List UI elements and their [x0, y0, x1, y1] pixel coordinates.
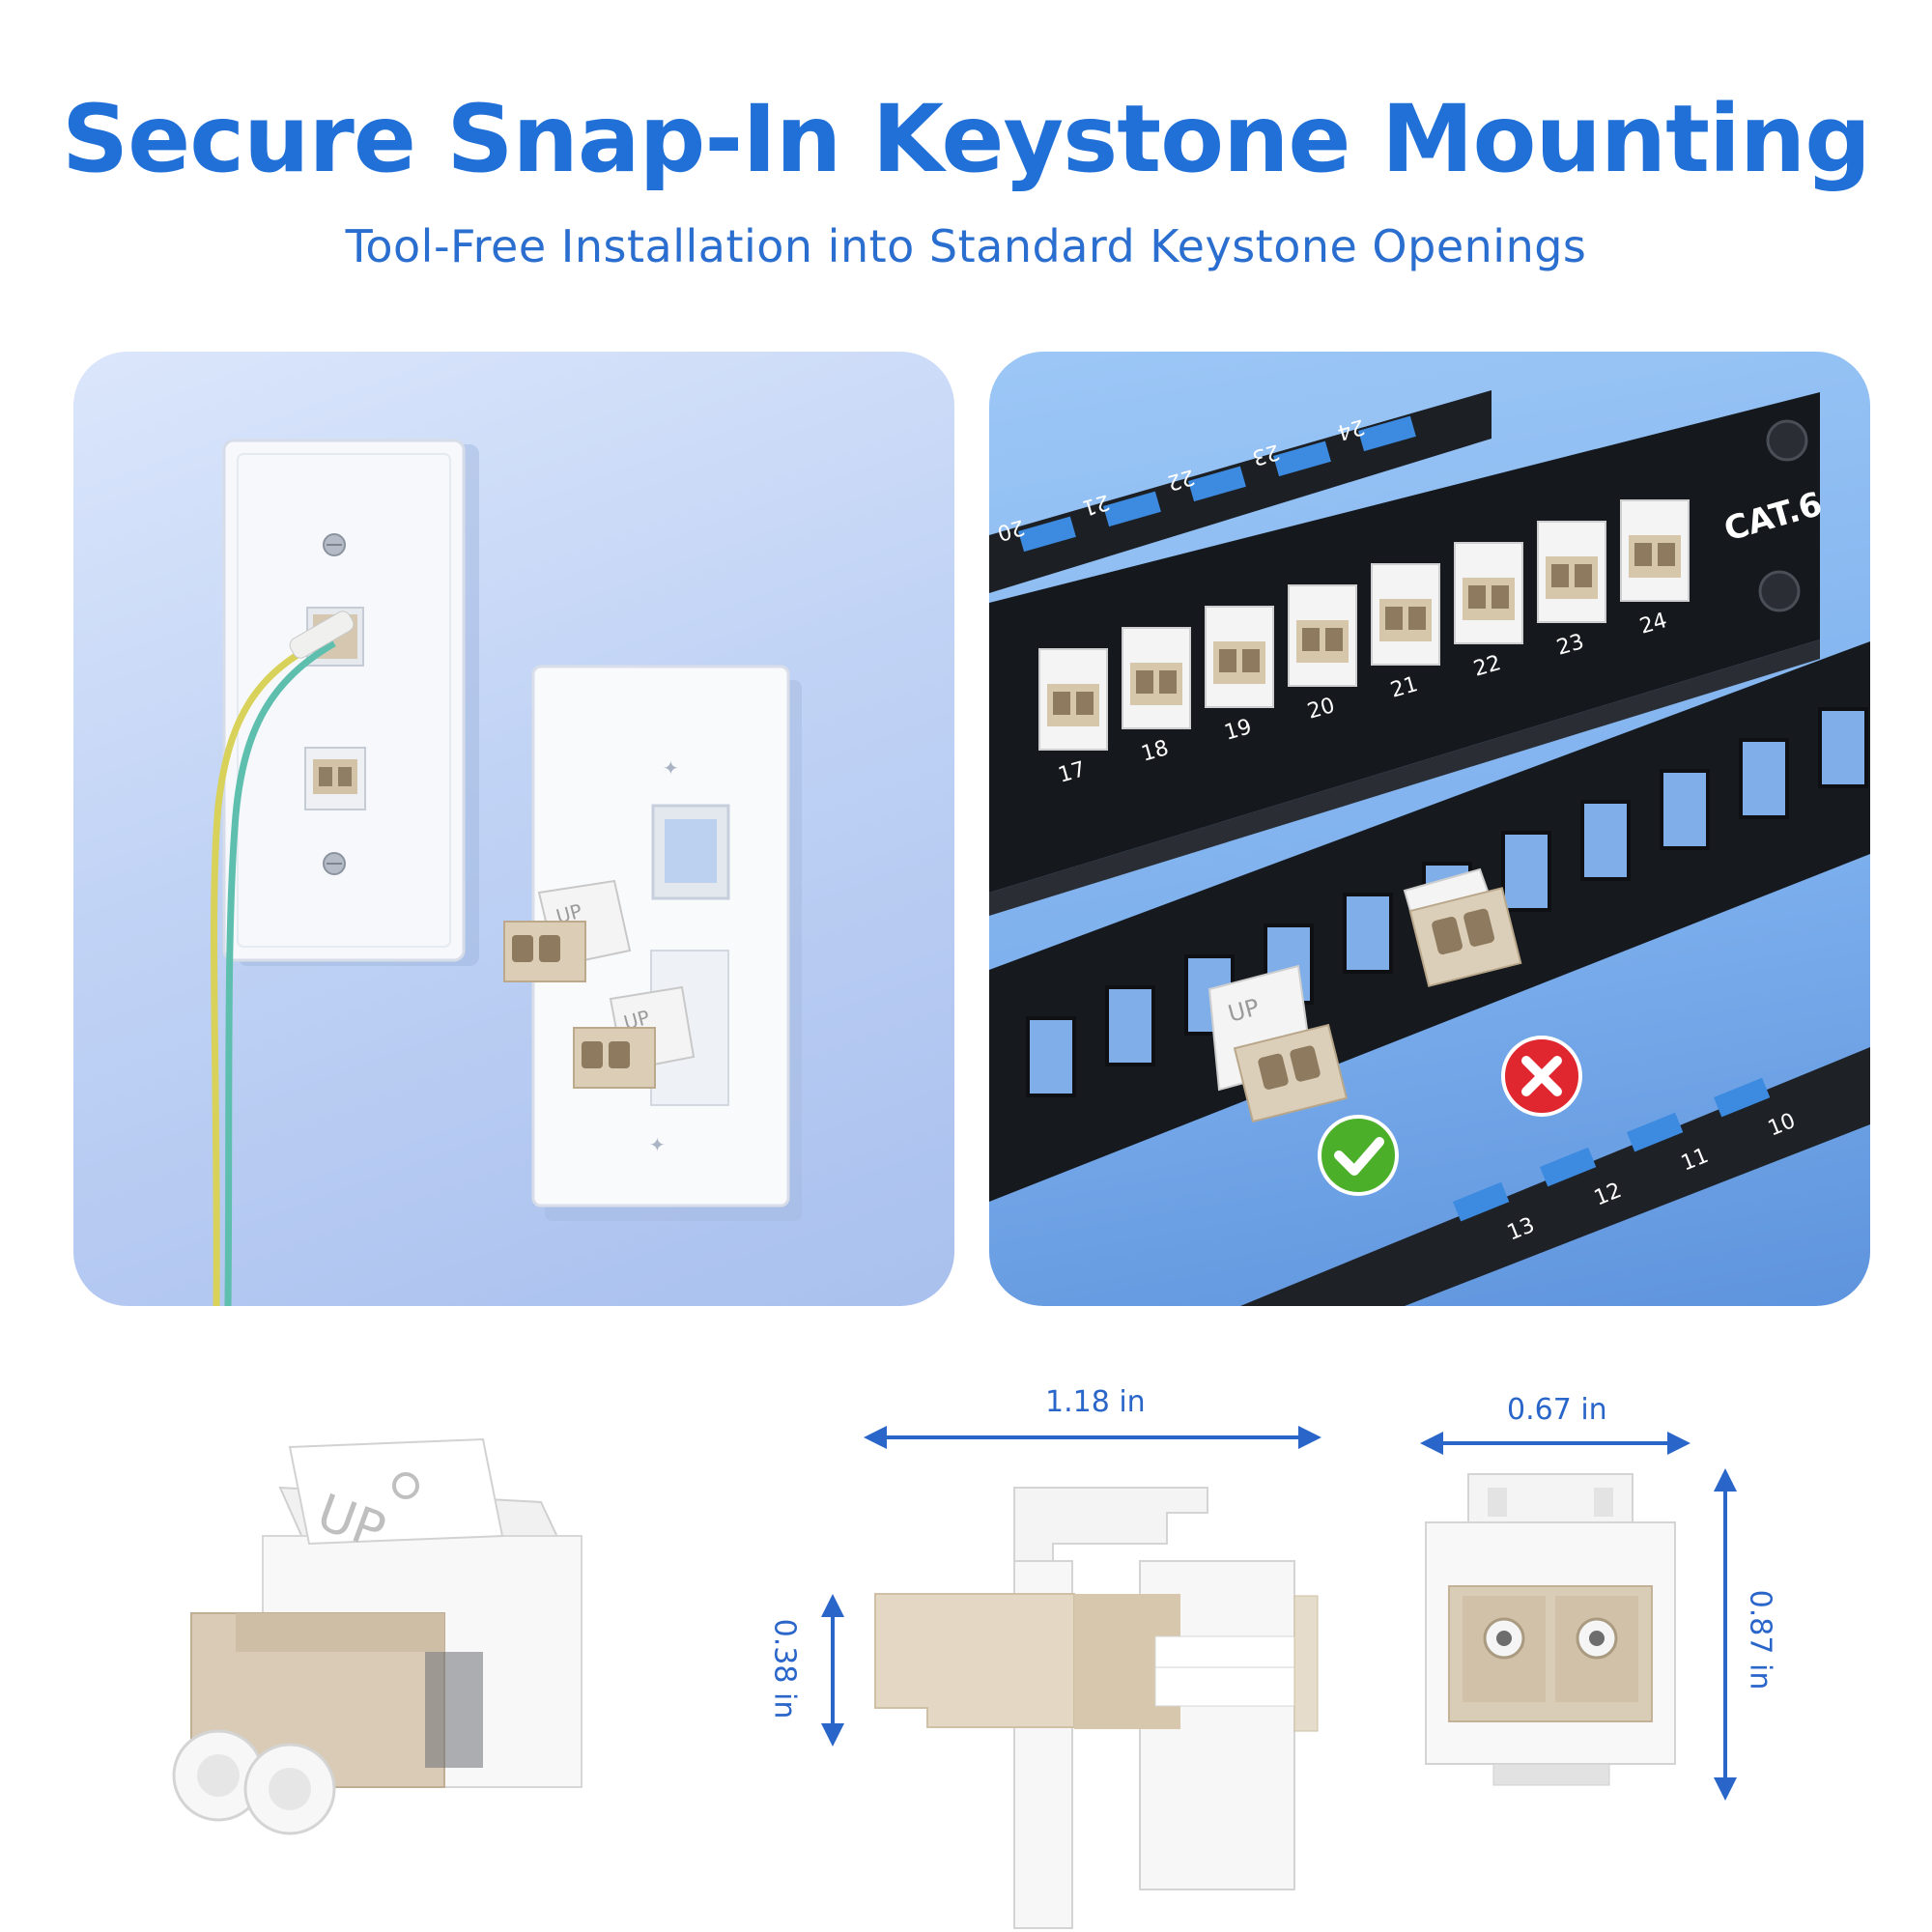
- side-height-label: 0.38 in: [767, 1618, 802, 1719]
- empty-keystone-slot: [1343, 893, 1393, 974]
- width-label: 0.67 in: [1507, 1393, 1607, 1427]
- wrong-cross-icon: [1501, 1036, 1582, 1117]
- correct-check-icon: [1318, 1115, 1399, 1196]
- empty-keystone-slot: [1739, 738, 1789, 819]
- keystone-module-wrong: [1403, 867, 1522, 987]
- mount-mark-icon: ✦: [649, 1133, 666, 1156]
- screw-icon: [1758, 570, 1801, 612]
- patch-port-23: 23: [1537, 521, 1606, 661]
- empty-keystone-slot: [1105, 985, 1155, 1066]
- wall-plate-installed: [222, 439, 466, 962]
- key-icon: [392, 1472, 419, 1499]
- patch-port-19: 19: [1205, 606, 1274, 746]
- screw-icon: [1766, 419, 1808, 462]
- patch-port-21: 21: [1371, 563, 1440, 703]
- keystone-module-bottom: UP: [573, 985, 696, 1089]
- empty-keystone-slot: [1660, 769, 1710, 850]
- dimensions-section: UP: [0, 1333, 1932, 1932]
- length-label: 1.18 in: [1045, 1385, 1146, 1419]
- mount-mark-icon: ✦: [663, 756, 679, 780]
- rear-slot-22: 22: [1164, 464, 1246, 502]
- wall-plate-scene: UP UP ✦ ✦: [73, 352, 954, 1306]
- height-label: 0.87 in: [1743, 1589, 1777, 1690]
- side-view-drawing: [821, 1426, 1321, 1929]
- empty-keystone-slot: [1501, 831, 1551, 912]
- page-subtitle: Tool-Free Installation into Standard Key…: [345, 220, 1587, 272]
- empty-keystone-slot: [1026, 1016, 1076, 1097]
- product-keystone-adapter: UP: [172, 1437, 582, 1835]
- empty-keystone-slot: [1818, 707, 1868, 788]
- patch-port-20: 20: [1288, 584, 1357, 724]
- page-title: Secure Snap-In Keystone Mounting: [62, 85, 1871, 193]
- keystone-module-correct: UP: [1208, 964, 1349, 1123]
- empty-keystone-slot: [1580, 800, 1631, 881]
- front-view-drawing: [1420, 1432, 1737, 1801]
- fiber-cable-teal: [224, 639, 336, 1306]
- keystone-module-top: UP: [503, 879, 632, 982]
- fiber-cable-yellow: [210, 636, 328, 1306]
- rear-slot-21: 21: [1079, 489, 1161, 527]
